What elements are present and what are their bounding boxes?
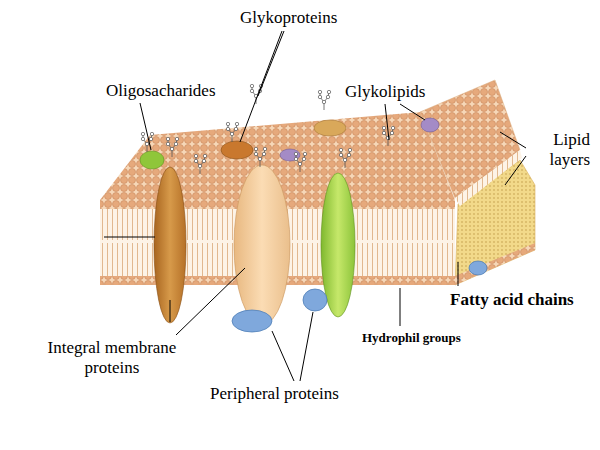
leader-line (400, 104, 425, 120)
leader-line (385, 104, 389, 140)
peeled-leaflet-edge (455, 150, 522, 206)
leader-line (240, 31, 282, 142)
lower-head-edge (455, 243, 535, 285)
glycoprotein (140, 151, 164, 169)
peripheral-protein (232, 310, 272, 332)
part-label: Fatty acid chains (450, 290, 596, 310)
leader-line (258, 31, 284, 96)
part-label: Oligosacharides (106, 81, 236, 101)
oligosaccharide (339, 148, 351, 168)
part-label: Lipid layers (530, 130, 590, 169)
oligosaccharide (318, 90, 330, 110)
leader-line (140, 103, 151, 150)
leader-line (505, 156, 526, 185)
part-label: Integral membrane proteins (38, 338, 186, 377)
oligosaccharide (166, 137, 178, 157)
oligosaccharide (254, 147, 266, 167)
part-label: Glykolipids (345, 82, 455, 102)
oligosaccharide (194, 154, 206, 174)
part-label: Glykoproteins (240, 8, 360, 28)
leader-line (400, 288, 401, 326)
leader-line (272, 331, 294, 381)
oligosaccharide (226, 122, 238, 142)
part-label: Peripheral proteins (210, 384, 380, 404)
part-label: Hydrophil groups (362, 331, 512, 346)
glycoprotein (221, 141, 253, 159)
peeled-leaflet (420, 80, 520, 198)
oligosaccharide (294, 152, 306, 172)
glycolipid-head (421, 118, 439, 132)
integral-protein (234, 165, 290, 325)
leader-lines (104, 31, 526, 381)
leader-line (170, 300, 171, 322)
integral-protein (154, 167, 186, 323)
leader-line (300, 312, 313, 381)
peripheral-protein (469, 261, 487, 275)
leader-line (176, 268, 245, 335)
glycoprotein (314, 120, 346, 136)
peripheral-protein (303, 289, 327, 311)
leader-line (500, 132, 526, 148)
leader-line (458, 262, 459, 286)
leader-line (104, 237, 155, 238)
